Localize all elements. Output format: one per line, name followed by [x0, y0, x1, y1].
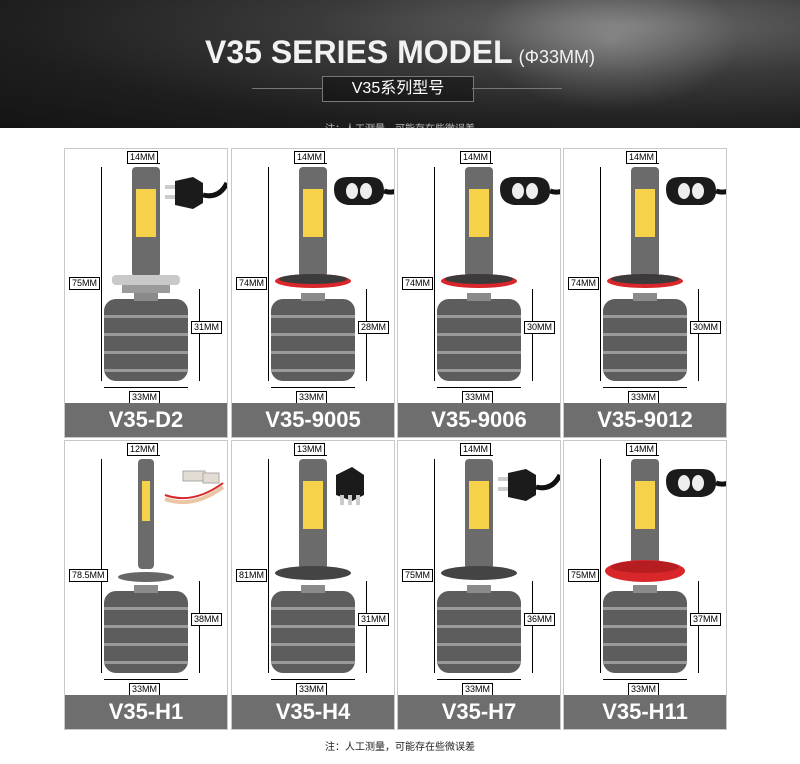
model-label: V35-H4 [232, 695, 394, 729]
base-height-dim: 36MM [524, 613, 556, 626]
top-note: 注：人工测量，可能存在些微误差 [0, 120, 800, 128]
model-card: 13MM 81MM 31MM 33MM V35-H4 [231, 440, 395, 730]
base-height-dim: 37MM [690, 613, 722, 626]
bulb-image [271, 459, 364, 673]
height-dim: 74MM [568, 277, 600, 290]
plug-icon [666, 469, 726, 497]
bulb-image [603, 167, 726, 381]
height-dim: 78.5MM [69, 569, 108, 582]
model-label: V35-H11 [564, 695, 726, 729]
base-height-dim: 28MM [358, 321, 390, 334]
headlight-glow [480, 0, 740, 110]
top-width-dim: 14MM [127, 151, 159, 164]
height-dim: 75MM [69, 277, 101, 290]
top-width-dim: 14MM [626, 443, 658, 456]
top-width-dim: 14MM [460, 151, 492, 164]
plug-icon [498, 469, 560, 501]
plug-icon [165, 177, 227, 209]
title-text: V35 SERIES MODEL [205, 34, 513, 70]
title-divider-left [252, 88, 322, 89]
height-dim: 74MM [236, 277, 268, 290]
base-height-dim: 38MM [191, 613, 223, 626]
model-card: 14MM 75MM 37MM 33MM V35-H11 [563, 440, 727, 730]
height-dim: 75MM [402, 569, 434, 582]
model-card: 14MM 74MM 28MM 33MM V35-9005 [231, 148, 395, 438]
height-dim: 75MM [568, 569, 600, 582]
title-divider-right [472, 88, 562, 89]
bulb-image [104, 167, 227, 381]
base-height-dim: 30MM [524, 321, 556, 334]
model-label: V35-H1 [65, 695, 227, 729]
model-label: V35-D2 [65, 403, 227, 437]
height-dim: 74MM [402, 277, 434, 290]
bulb-image [437, 167, 560, 381]
top-width-dim: 14MM [460, 443, 492, 456]
base-height-dim: 31MM [191, 321, 223, 334]
model-label: V35-9012 [564, 403, 726, 437]
plug-icon [336, 467, 364, 505]
base-width-dim: 33MM [296, 391, 328, 404]
top-width-dim: 12MM [127, 443, 159, 456]
bulb-image [603, 459, 726, 673]
page-title: V35 SERIES MODEL(Φ33MM) [0, 34, 800, 71]
model-label: V35-9006 [398, 403, 560, 437]
top-width-dim: 14MM [294, 151, 326, 164]
base-height-dim: 31MM [358, 613, 390, 626]
bulb-image [104, 459, 225, 673]
model-card: 14MM 75MM 31MM 33MM V35-D2 [64, 148, 228, 438]
height-dim: 81MM [236, 569, 268, 582]
model-label: V35-H7 [398, 695, 560, 729]
model-card: 14MM 75MM 36MM 33MM V35-H7 [397, 440, 561, 730]
model-card: 14MM 74MM 30MM 33MM V35-9006 [397, 148, 561, 438]
model-label: V35-9005 [232, 403, 394, 437]
bulb-image [271, 167, 394, 381]
plug-icon [334, 177, 394, 205]
footer-note: 注：人工测量，可能存在些微误差 [325, 742, 475, 753]
header-banner: V35 SERIES MODEL(Φ33MM) V35系列型号 注：人工测量，可… [0, 0, 800, 128]
plug-icon [164, 470, 225, 505]
plug-icon [500, 177, 560, 205]
model-card: 12MM 78.5MM 38MM 33MM V35-H1 [64, 440, 228, 730]
top-width-dim: 13MM [294, 443, 326, 456]
title-subtitle: (Φ33MM) [518, 47, 595, 67]
model-card: 14MM 74MM 30MM 33MM V35-9012 [563, 148, 727, 438]
base-height-dim: 30MM [690, 321, 722, 334]
cn-title: V35系列型号 [322, 76, 474, 102]
bulb-image [437, 459, 560, 673]
top-width-dim: 14MM [626, 151, 658, 164]
plug-icon [666, 177, 726, 205]
